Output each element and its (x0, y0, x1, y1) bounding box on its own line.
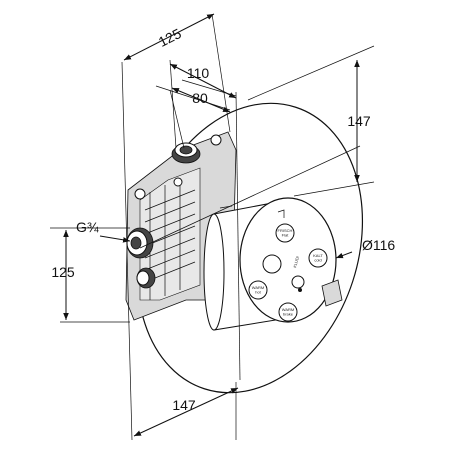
dimension-right-147: 147 (347, 60, 371, 182)
diameter-callout: Ø116 (335, 237, 395, 259)
mounting-lug (210, 134, 222, 146)
dim-top-125-label: 125 (156, 25, 184, 50)
top-connection (171, 142, 201, 164)
dim-left-125-label: 125 (51, 264, 75, 280)
dimension-80: 80 (171, 87, 231, 113)
left-connection (126, 227, 154, 259)
bottom-connection (136, 267, 156, 289)
center-knob (291, 275, 305, 292)
ribs (144, 178, 196, 300)
diameter-label: Ø116 (362, 237, 395, 253)
dimension-bottom-147: 147 (133, 387, 239, 437)
brand-label: KLUDI (292, 256, 300, 269)
dim-right-147-label: 147 (347, 113, 371, 129)
thread-label: G¾ (76, 219, 99, 235)
cap-left (262, 254, 282, 274)
spindle (321, 279, 343, 307)
thread-callout: G¾ (76, 219, 131, 243)
dim-80-label: 80 (192, 90, 208, 106)
dimension-left-125: 125 (51, 230, 75, 320)
dim-110-label: 110 (187, 65, 210, 81)
dimension-top-125: 125 (123, 13, 215, 61)
mounting-lug (173, 177, 183, 187)
mounting-lug (134, 188, 146, 200)
dim-bottom-147-label: 147 (172, 397, 196, 413)
